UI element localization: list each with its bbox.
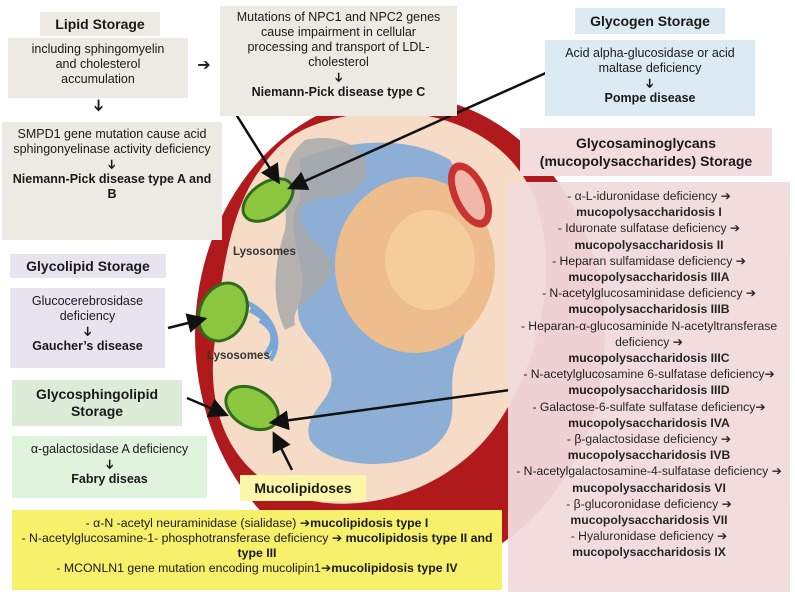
lipid-right-arrow: ➔ <box>197 57 211 74</box>
gag-enzyme: - N-acetylglucosaminidase deficiency <box>541 286 746 301</box>
ml-prefix-2: - N-acetylglucosamine-1- phosphotransfer… <box>21 531 332 545</box>
gag-arrow: ➔ <box>720 432 732 447</box>
gag-list-item: - N-acetylglucosaminidase deficiency ➔ mu… <box>512 285 786 317</box>
arrow-mucolipidoses-to-lysosome <box>272 431 294 471</box>
gag-arrow: ➔ <box>729 221 741 236</box>
lysosome-middle <box>197 281 249 343</box>
gag-list-item: - Iduronate sulfatase deficiency ➔ mucopo… <box>512 220 786 252</box>
ml-disease-1: mucolipidosis type I <box>310 516 429 530</box>
gag-disease: mucopolysaccharidosis IVB <box>567 448 731 463</box>
gag-list-item: - β-galactosidase deficiency ➔mucopolysa… <box>512 431 786 463</box>
gag-disease: mucopolysaccharidosis IIIC <box>568 351 730 366</box>
mucolipidosis-item: - N-acetylglucosamine-1- phosphotransfer… <box>18 531 496 561</box>
gag-disease: mucopolysaccharidosis IIIB <box>568 302 730 317</box>
gag-list-item: - β-glucoronidase deficiency ➔ mucopolysa… <box>512 496 786 528</box>
smpd-arrow: ➔ <box>104 159 120 170</box>
glycolipid-arrow: ➔ <box>80 326 95 337</box>
arrow-gsl-to-lysosome <box>186 396 229 418</box>
lipid-storage-desc: including sphingomyelin and cholesterol … <box>8 38 188 98</box>
gag-disease: mucopolysaccharidosis IIID <box>568 383 730 398</box>
smpd-text: SMPD1 gene mutation cause acid sphingony… <box>13 127 211 156</box>
gag-arrow: ➔ <box>721 496 732 511</box>
gag-disease: mucopolysaccharidosis IIIA <box>568 270 730 285</box>
gag-title: Glycosaminoglycans (mucopolysaccharides)… <box>520 128 772 176</box>
gag-list-item: - Hyaluronidase deficiency ➔mucopolysacc… <box>512 528 786 560</box>
glycogen-title: Glycogen Storage <box>575 8 725 34</box>
gag-arrow: ➔ <box>764 367 775 382</box>
mitochondrion-inner <box>454 170 486 220</box>
glycogen-box: Acid alpha-glucosidase or acid maltase d… <box>545 40 755 116</box>
gag-arrow: ➔ <box>735 253 746 268</box>
arrow-gag-to-lysosome <box>268 388 511 431</box>
mucolipidosis-item: - α-N -acetyl neuraminidase (sialidase) … <box>18 516 496 531</box>
gag-disease: mucopolysaccharidosis II <box>574 237 724 252</box>
gag-disease: mucopolysaccharidosis IX <box>572 545 726 560</box>
gag-disease: mucopolysaccharidosis IVA <box>568 415 730 430</box>
glycolipid-text: Glucocerebrosidase deficiency <box>31 294 144 323</box>
npc-arrow: ➔ <box>331 72 346 83</box>
gag-disease: mucopolysaccharidosis VI <box>572 480 726 495</box>
lysosome-label-top: Lysosomes <box>233 246 296 258</box>
npc-disease: Niemann-Pick disease type C <box>251 85 426 99</box>
gag-enzyme: - β-glucoronidase deficiency <box>566 496 722 511</box>
nucleolus <box>385 210 475 310</box>
gag-enzyme: - N-acetylgalactosamine-4-sulfatase defi… <box>516 464 772 479</box>
gag-arrow: ➔ <box>720 189 731 203</box>
ml-arrow-1: ➔ <box>299 516 311 530</box>
gag-enzyme: - β-galactosidase deficiency <box>566 432 721 447</box>
glycolipid-box: Glucocerebrosidase deficiency ➔ Gaucher’… <box>10 288 165 368</box>
ml-arrow-3: ➔ <box>320 561 332 575</box>
fabry-arrow: ➔ <box>102 459 117 470</box>
lipid-down-arrow: ➔ <box>89 98 107 113</box>
gag-list-item: - Heparan sulfamidase deficiency ➔ mucopo… <box>512 253 786 285</box>
mucolipidoses-box: - α-N -acetyl neuraminidase (sialidase) … <box>12 510 502 590</box>
gag-box: - α-L-iduronidase deficiency ➔mucopolysa… <box>508 182 790 592</box>
smpd-disease: Niemann-Pick disease type A and B <box>12 172 212 201</box>
gag-list-item: - N-acetylglucosamine 6-sulfatase defici… <box>512 366 786 398</box>
glycogen-text: Acid alpha-glucosidase or acid maltase d… <box>565 46 735 75</box>
ml-arrow-2: ➔ <box>331 531 343 545</box>
npc-text: Mutations of NPC1 and NPC2 genes cause i… <box>236 10 441 69</box>
ml-prefix-1: - α-N -acetyl neuraminidase (sialidase) <box>85 516 300 530</box>
lysosome-label-middle: Lysosomes <box>207 350 270 362</box>
gag-arrow: ➔ <box>672 334 683 349</box>
gag-disease: mucopolysaccharidosis I <box>576 205 722 220</box>
gag-enzyme: - α-L-iduronidase deficiency <box>567 189 721 203</box>
gag-arrow: ➔ <box>745 286 757 301</box>
glycogen-arrow: ➔ <box>642 78 658 89</box>
gag-list-item: - α-L-iduronidase deficiency ➔ mucopolysa… <box>512 188 786 220</box>
fabry-box: α-galactosidase A deficiency ➔ Fabry dis… <box>12 436 207 498</box>
smpd-box: SMPD1 gene mutation cause acid sphingony… <box>2 122 222 240</box>
npc-box: Mutations of NPC1 and NPC2 genes cause i… <box>220 6 457 116</box>
gag-enzyme: - Heparan sulfamidase deficiency <box>552 253 736 268</box>
gag-arrow: ➔ <box>717 529 728 544</box>
glycolipid-title: Glycolipid Storage <box>10 254 166 278</box>
arrow-glycogen-to-lysosome <box>287 70 549 191</box>
arrow-glycolipid-to-lysosome <box>167 313 208 333</box>
gag-enzyme: - Hyaluronidase deficiency <box>570 529 718 544</box>
gag-list-item: - Heparan-α-glucosaminide N-acetyltransf… <box>512 318 786 367</box>
gag-disease: mucopolysaccharidosis VII <box>570 513 728 528</box>
gag-list-item: - Galactose-6-sulfate sulfatase deficien… <box>512 399 786 431</box>
fabry-text: α-galactosidase A deficiency <box>30 442 189 456</box>
mucolipidoses-title: Mucolipidoses <box>240 475 366 501</box>
mucolipidosis-item: - MCONLN1 gene mutation encoding mucolip… <box>18 561 496 576</box>
gag-arrow: ➔ <box>771 464 782 479</box>
gag-enzyme: - Heparan-α-glucosaminide N-acetyltransf… <box>520 318 778 349</box>
gag-enzyme: - Iduronate sulfatase deficiency <box>557 221 730 236</box>
glycogen-disease: Pompe disease <box>604 91 696 105</box>
gag-arrow: ➔ <box>755 399 766 414</box>
glycolipid-disease: Gaucher’s disease <box>32 339 143 353</box>
gag-enzyme: - Galactose-6-sulfate sulfatase deficien… <box>532 399 756 414</box>
glycosphingolipid-title: Glycosphingolipid Storage <box>12 380 182 426</box>
lipid-storage-title: Lipid Storage <box>40 12 160 36</box>
ml-disease-3: mucolipidosis type IV <box>331 561 458 575</box>
gag-list-item: - N-acetylgalactosamine-4-sulfatase defi… <box>512 463 786 495</box>
ml-prefix-3: - MCONLN1 gene mutation encoding mucolip… <box>56 561 321 575</box>
fabry-disease: Fabry diseas <box>71 472 148 486</box>
ml-disease-2: mucolipidosis type II and type III <box>237 531 493 560</box>
gag-enzyme: - N-acetylglucosamine 6-sulfatase defici… <box>523 367 765 382</box>
